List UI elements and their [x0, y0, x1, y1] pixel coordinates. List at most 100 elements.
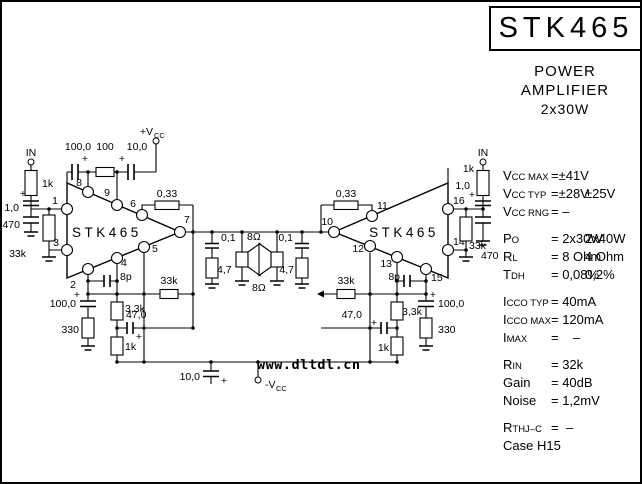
polarity-plus: + — [119, 153, 125, 165]
label-resistor: 33k — [9, 248, 27, 260]
spec-value: =±28V — [551, 186, 589, 201]
junction-dots — [47, 170, 485, 364]
ground-symbol — [419, 345, 433, 351]
wire — [453, 165, 484, 257]
input-terminal-right — [479, 158, 487, 166]
subtitle-line2: 2x30W — [540, 101, 590, 117]
polarity-plus: + — [371, 317, 377, 329]
spec-row: VCC MAX =±41V — [503, 167, 641, 185]
spec-row: TDH = 0,08% 0,2% — [503, 266, 641, 284]
speaker-impedance: 8Ω — [252, 282, 266, 294]
spec-row: ICCO MAX = 120mA — [503, 311, 641, 329]
pin-number: 9 — [104, 187, 110, 199]
watermark: www.dltdl.cn — [257, 357, 361, 373]
arrow-left — [317, 290, 324, 298]
spec-row: VCC RNG = – — [503, 203, 641, 221]
resistor-body — [419, 317, 433, 339]
label-capacitor: 10,0 — [180, 371, 201, 383]
polarity-plus: + — [74, 289, 80, 301]
resistor-body — [154, 200, 180, 211]
vcc-pos-label: +V — [140, 126, 153, 138]
pin-circle — [81, 185, 95, 199]
input-label: IN — [26, 147, 37, 159]
speaker-body — [235, 251, 249, 268]
spec-value: = 120mA — [551, 312, 604, 327]
label-capacitor: 470 — [481, 250, 499, 262]
speaker-horn — [258, 242, 272, 277]
ground-symbol — [205, 283, 219, 289]
spec-row: ICCO TYP = 40mA — [503, 293, 641, 311]
capacitor-plates — [295, 242, 309, 249]
spec-label: Gain — [503, 375, 531, 390]
spec-table: VCC MAX =±41V VCC TYP =±28V ±25V VCC RNG… — [503, 167, 641, 455]
capacitor-plates — [380, 275, 434, 334]
negative-supply-rail: 10,0 + -V CC www.dltdl.cn — [117, 357, 397, 393]
label-capacitor: 8p — [120, 271, 132, 283]
amp-triangle — [66, 181, 182, 280]
feedback-network-left: 8p 33k + 100,0 330 3,3k 47,0 + 1k — [50, 232, 194, 362]
positive-supply-rail: +V CC 100,0 + 100 10,0 + — [65, 126, 165, 200]
spec-row: RL = 8 Ohm 4 Ohm — [503, 248, 641, 266]
pin-number: 14 — [453, 236, 465, 248]
spec-value: = 40dB — [551, 375, 593, 390]
chip-label: STK465 — [369, 225, 439, 240]
spec-label: PO — [503, 231, 520, 246]
label-resistor: 0,33 — [336, 188, 357, 200]
resistor-body — [24, 169, 38, 197]
pin-number: 12 — [352, 243, 364, 255]
vee-terminal — [254, 376, 262, 384]
polarity-plus: + — [430, 289, 436, 301]
pin-number: 8 — [76, 177, 82, 189]
pin-circle — [419, 262, 433, 276]
spec-label: IMAX — [503, 330, 528, 345]
pin-number: 7 — [184, 214, 190, 226]
amp-triangle — [332, 181, 449, 280]
capacitor-plates — [203, 370, 219, 378]
label-resistor: 33k — [469, 240, 487, 252]
input-label: IN — [478, 147, 489, 159]
capacitor-plates — [205, 242, 219, 249]
polarity-plus: + — [20, 188, 26, 200]
resistor-body — [159, 288, 179, 300]
polarity-plus: + — [136, 331, 142, 343]
spec-row: VCC TYP =±28V ±25V — [503, 185, 641, 203]
capacitor-plates — [71, 164, 135, 180]
input-terminal-left — [27, 158, 35, 166]
label-resistor: 1k — [463, 163, 475, 175]
pin-circle — [441, 202, 455, 216]
label-resistor: 1k — [125, 341, 137, 353]
spec-label: RTHJ–C — [503, 420, 542, 435]
spec-value: = 1,2mV — [551, 393, 600, 408]
pin-number: 2 — [70, 279, 76, 291]
pin-circle — [110, 198, 124, 212]
bootstrap-left: 0,33 — [141, 188, 194, 232]
capacitor-plates — [23, 200, 39, 224]
spec-value: = – — [551, 330, 581, 345]
spec-label: RIN — [503, 357, 522, 372]
pin-circle — [441, 243, 455, 257]
pin-number: 3 — [53, 237, 59, 249]
label-resistor: 1k — [378, 342, 390, 354]
capacitor-plates — [80, 275, 134, 334]
spec-label: ICCO MAX — [503, 312, 551, 327]
wire — [320, 204, 373, 232]
spec-row: RIN = 32k — [503, 356, 641, 374]
spec-row: PO = 2x30W 2x40W — [503, 230, 641, 248]
label-capacitor: 47,0 — [126, 309, 147, 321]
amplifier-right: STK465 10 11 16 14 12 13 15 — [321, 168, 465, 284]
resistor-body — [42, 214, 56, 242]
ground-symbol — [24, 231, 56, 262]
label-capacitor: 100,0 — [438, 298, 464, 310]
pin-number: 10 — [321, 216, 333, 228]
spec-value: = 0,08% — [551, 267, 600, 282]
vcc-neg-label: -V — [265, 379, 276, 391]
label-capacitor: 10,0 — [127, 141, 148, 153]
pin-number: 6 — [130, 198, 136, 210]
ground-symbol — [270, 280, 284, 286]
pin-number: 16 — [453, 195, 465, 207]
capacitor-plates — [475, 200, 491, 224]
spec-label: RL — [503, 249, 518, 264]
label-resistor: 3,3k — [402, 306, 423, 318]
ground-symbol — [235, 280, 249, 286]
